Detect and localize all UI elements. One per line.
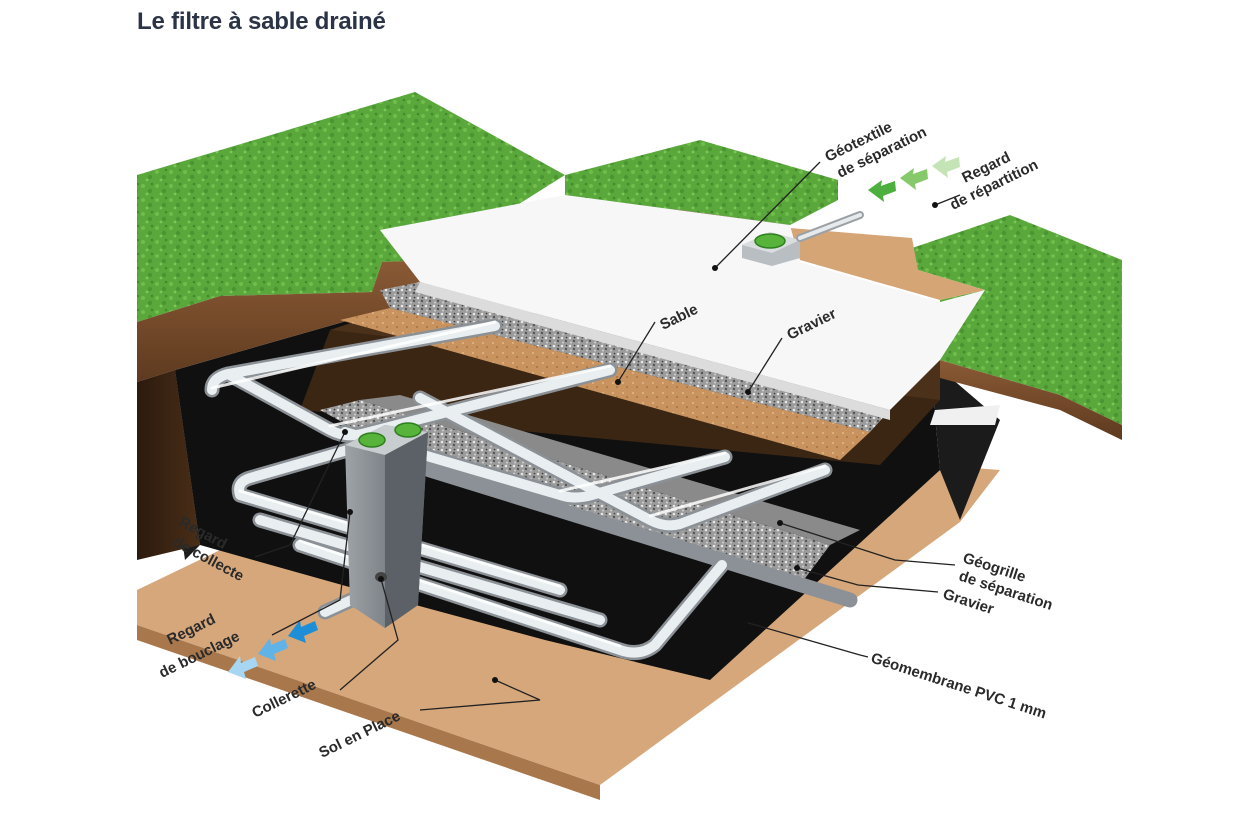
distribution-box [742,211,864,266]
grass-left [137,92,565,560]
gravel-top-layer [380,282,890,432]
page-title: Le filtre à sable drainé [137,8,386,35]
leader-lines [254,161,961,711]
grass-right [912,215,1122,440]
label-geomembrane: Géomembrane PVC 1 mm [869,650,1049,723]
sand-layer [340,308,870,460]
arrow-down-left-icon [228,620,318,679]
arrow-left-icon [868,156,960,202]
inlet-trench [790,228,985,300]
collection-box [345,422,428,628]
geotextile-sheet [380,195,985,420]
